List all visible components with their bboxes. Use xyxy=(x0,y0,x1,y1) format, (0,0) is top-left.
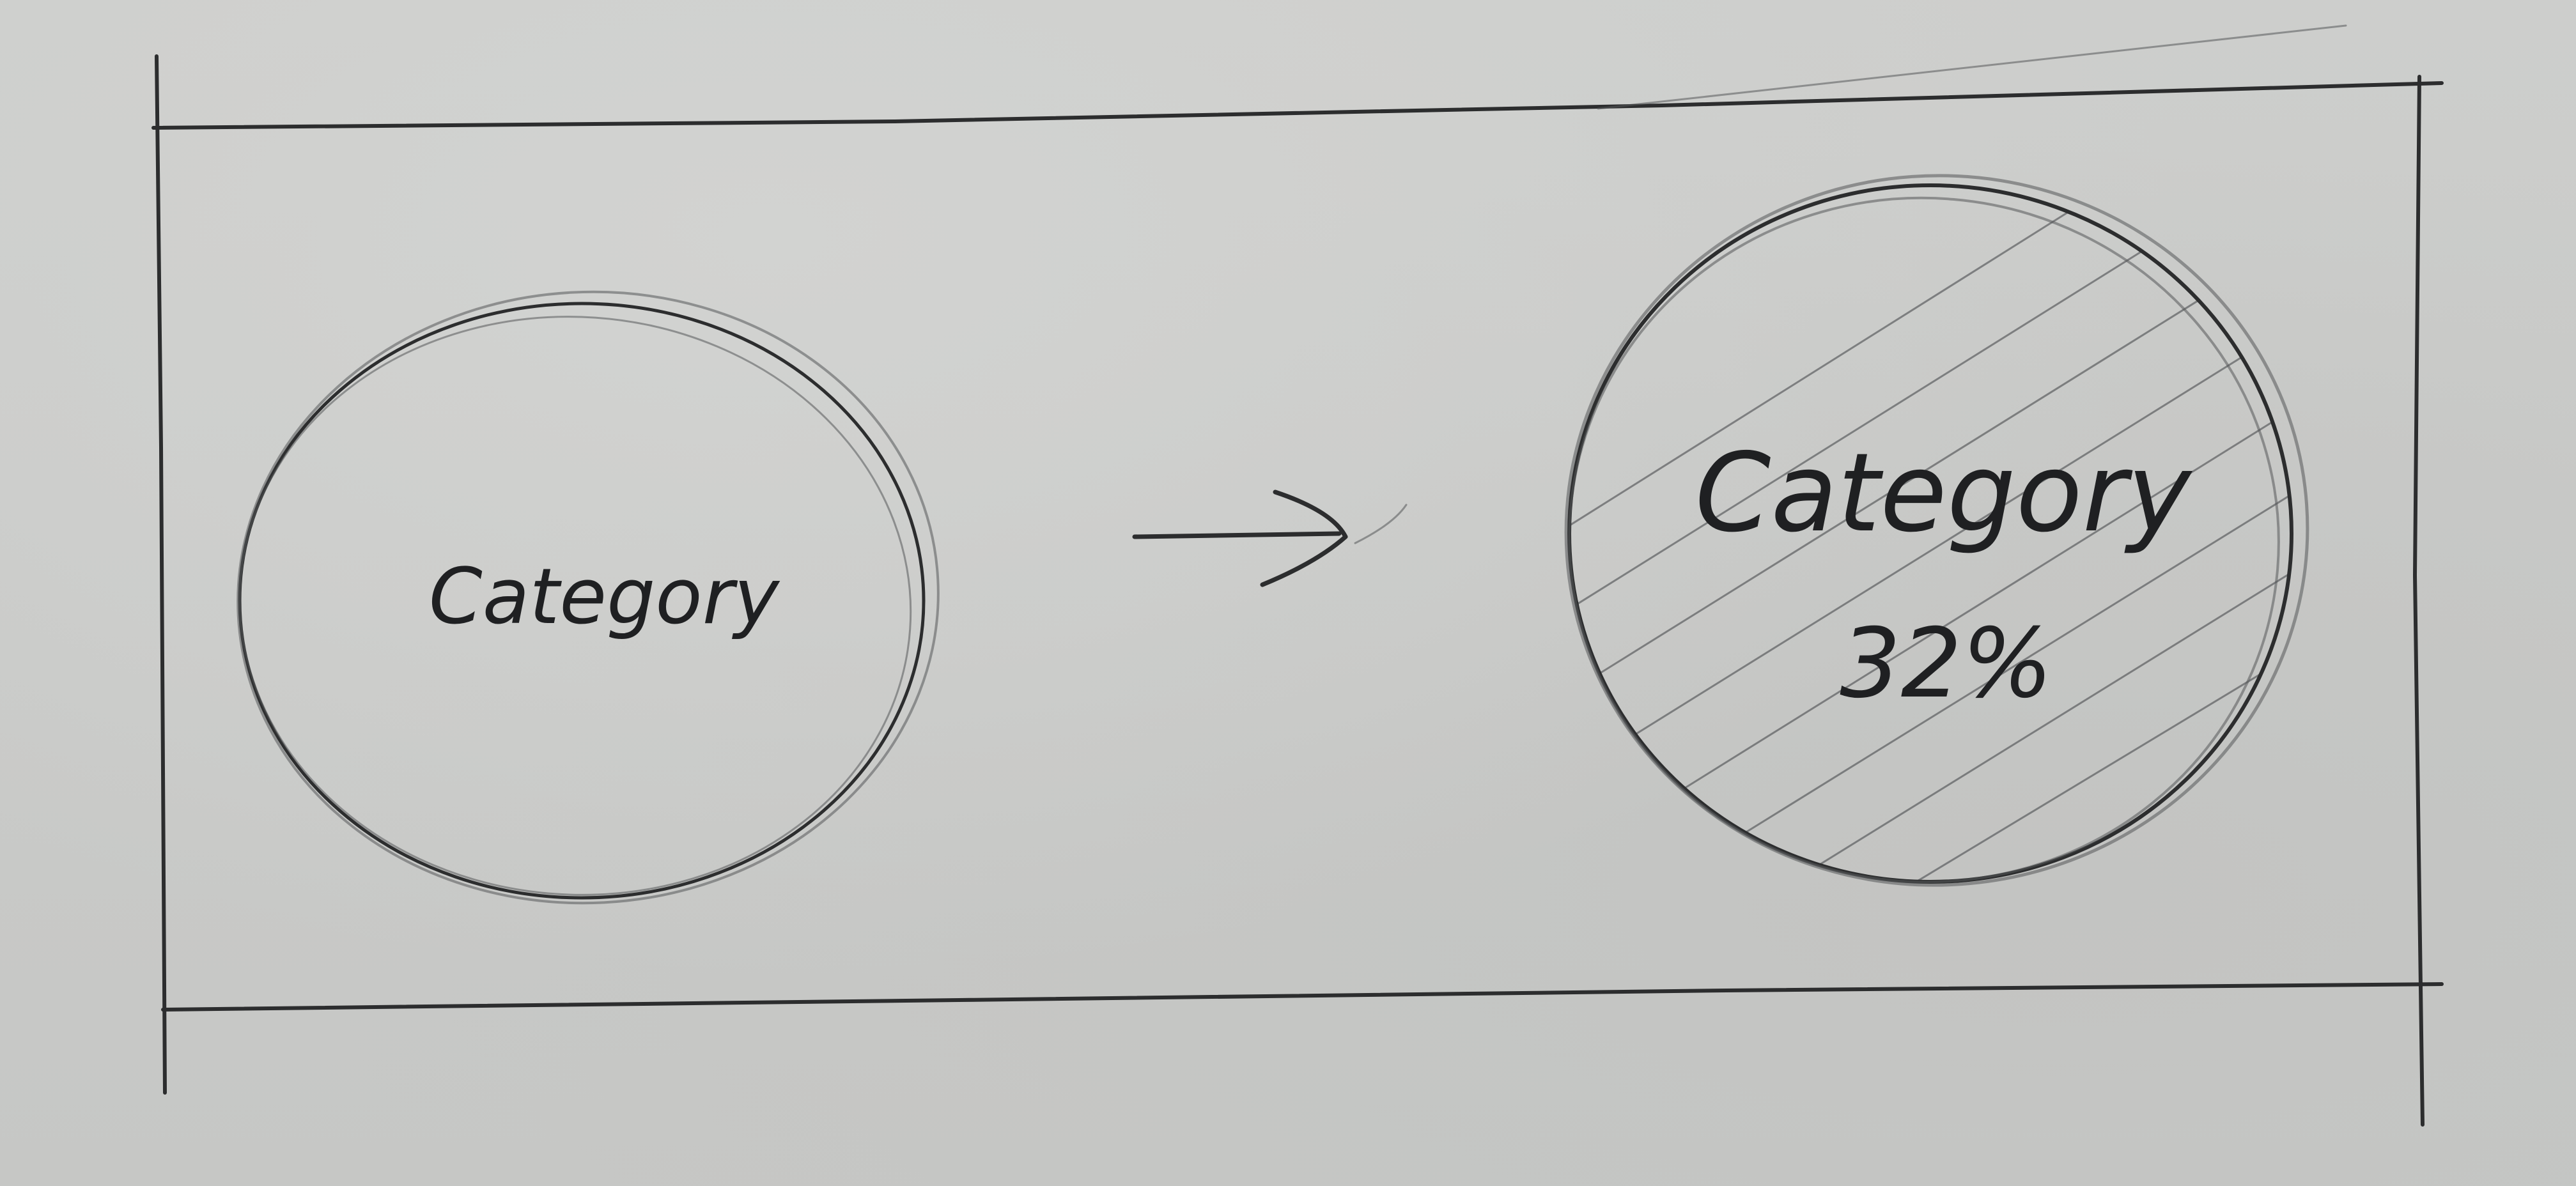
right-bubble-outline-3 xyxy=(1568,196,2280,884)
frame-top-line xyxy=(151,81,2444,130)
frame-left-line xyxy=(155,54,167,1095)
right-bubble-label: Category xyxy=(1695,430,2193,557)
right-bubble: Category 32% xyxy=(1564,174,2309,887)
frame xyxy=(151,24,2444,1127)
left-bubble-outline-2 xyxy=(237,290,940,905)
right-bubble-value: 32% xyxy=(1840,608,2052,720)
arrow-right-icon xyxy=(1132,489,1408,587)
frame-bottom-line xyxy=(161,982,2444,1012)
frame-right-line xyxy=(2413,75,2425,1127)
left-bubble-outline-3 xyxy=(238,316,912,896)
right-bubble-outline-2 xyxy=(1564,174,2309,887)
left-bubble-label: Category xyxy=(429,553,780,642)
frame-top-stray xyxy=(1597,24,2347,110)
left-bubble: Category xyxy=(237,290,940,905)
